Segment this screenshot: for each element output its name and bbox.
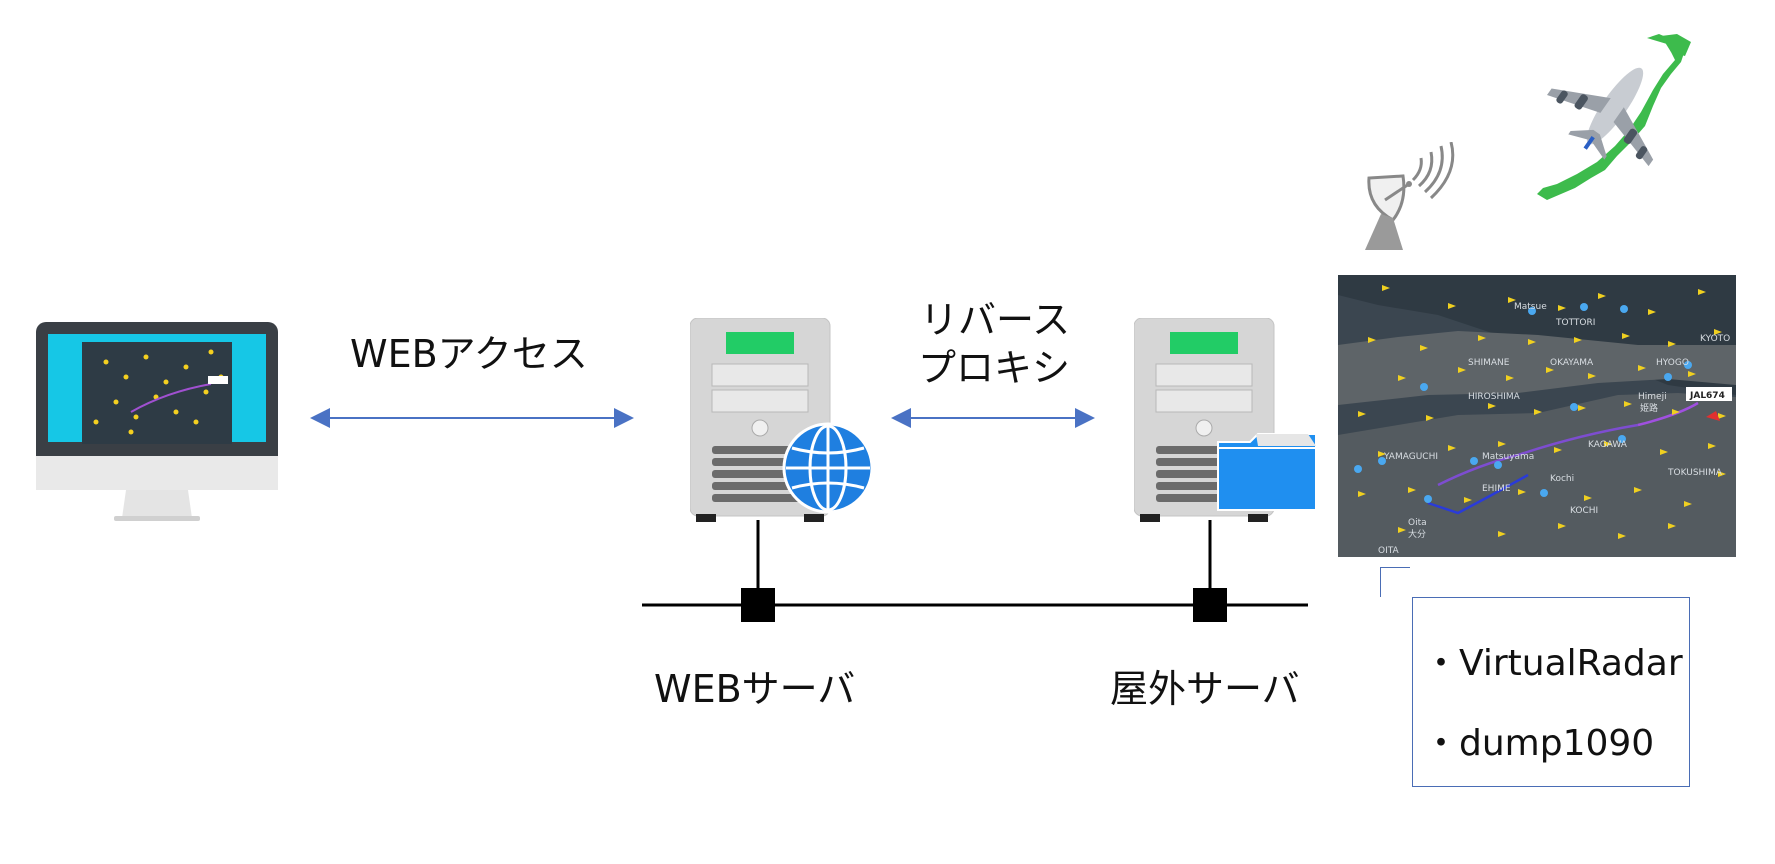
map-label-yamaguchi: YAMAGUCHI	[1383, 452, 1438, 462]
map-label-oita-kanji: 大分	[1408, 528, 1426, 540]
map-label-kyoto: KYOTO	[1700, 334, 1730, 344]
map-label-tokushima: TOKUSHIMA	[1667, 468, 1723, 478]
map-label-oita: Oita	[1408, 518, 1427, 528]
map-label-shimane: SHIMANE	[1468, 358, 1510, 368]
satellite-antenna-icon	[1365, 142, 1455, 250]
map-label-ehime: EHIME	[1482, 484, 1511, 494]
map-label-himeji: Himeji	[1638, 392, 1667, 402]
web-server-label: WEBサーバ	[654, 667, 856, 711]
reverse-proxy-label-line1: リバース	[920, 298, 1071, 342]
callout-connector	[1380, 567, 1410, 597]
globe-icon	[782, 422, 874, 514]
web-server-hub-node	[741, 588, 775, 622]
map-label-himeji-kanji: 姫路	[1640, 402, 1658, 414]
map-label-matsue: Matsue	[1514, 302, 1547, 312]
reverse-proxy-label-line2: プロキシ	[918, 346, 1071, 390]
radar-map-panel: Matsue TOTTORI SHIMANE OKAYAMA HYOGO KYO…	[1338, 275, 1736, 557]
software-item-virtualradar: ・VirtualRadar	[1423, 643, 1683, 684]
map-label-kochi-pref: KOCHI	[1570, 506, 1598, 516]
map-label-kochi: Kochi	[1550, 474, 1574, 484]
outdoor-server-hub-node	[1193, 588, 1227, 622]
map-label-matsuyama: Matsuyama	[1482, 452, 1534, 462]
map-label-hiroshima: HIROSHIMA	[1468, 392, 1521, 402]
map-label-okayama: OKAYAMA	[1550, 358, 1594, 368]
map-label-tottori: TOTTORI	[1555, 318, 1595, 328]
map-label-hyogo: HYOGO	[1656, 358, 1689, 368]
web-access-label: WEBアクセス	[350, 332, 588, 376]
software-item-dump1090: ・dump1090	[1423, 723, 1655, 764]
software-callout-box: ・VirtualRadar ・dump1090	[1412, 597, 1690, 787]
client-monitor-icon	[36, 322, 278, 521]
outdoor-server-label: 屋外サーバ	[1110, 667, 1300, 711]
folder-icon	[1217, 433, 1317, 511]
map-label-oita-pref: OITA	[1378, 546, 1400, 556]
japan-airplane-icon	[1537, 34, 1691, 200]
map-flight-label: JAL674	[1689, 391, 1725, 401]
map-label-kagawa: KAGAWA	[1588, 440, 1628, 450]
